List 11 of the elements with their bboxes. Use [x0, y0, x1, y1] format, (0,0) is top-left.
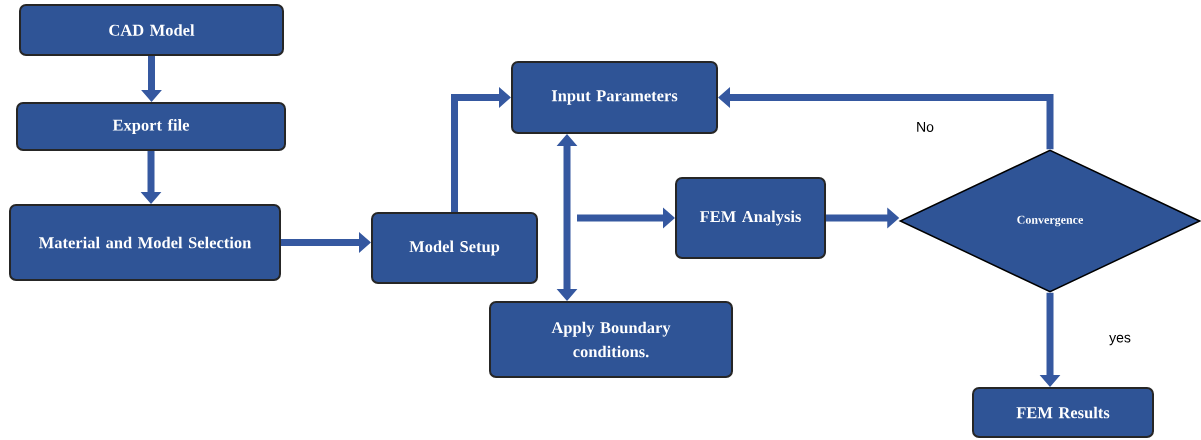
process-box: Export file: [16, 102, 286, 151]
process-box: FEM Results: [972, 387, 1154, 438]
process-box: Model Setup: [371, 212, 538, 284]
process-box: FEM Analysis: [675, 177, 826, 259]
process-box: Apply Boundary conditions.: [489, 301, 733, 378]
arrow: [556, 134, 578, 301]
process-box: CAD Model: [19, 4, 284, 56]
edge-label: yes: [1109, 334, 1131, 346]
process-box: Material and Model Selection: [9, 204, 281, 281]
process-box: Input Parameters: [511, 61, 718, 134]
edge-label: No: [917, 122, 934, 132]
